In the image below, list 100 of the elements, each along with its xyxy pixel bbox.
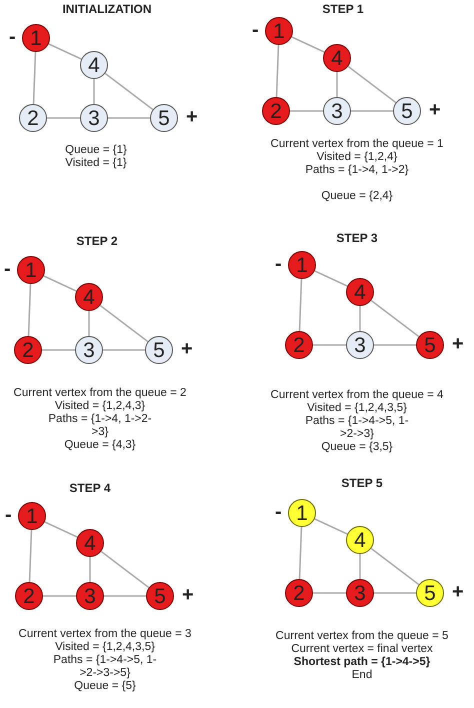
vertex-circle: 5 [150,104,178,132]
connector-line [47,117,80,119]
step-note: Current vertex = final vertex [291,643,433,656]
connector-line [28,530,32,582]
vertex-circle: 2 [14,336,42,364]
connector-line [291,36,325,53]
connector-line [44,521,78,538]
step-note: Current vertex from the queue = 4 [270,389,444,402]
vertex-circle: 5 [416,331,444,359]
connector-line [314,518,348,535]
vertex-circle: 4 [346,278,374,306]
connector-line [276,44,280,98]
step-heading: STEP 1 [322,3,364,16]
step-note: Queue = {1} [65,144,127,157]
step-note: Paths = {1->4, 1->2} [304,164,410,177]
step-note: Shortest path = {1->4->5} [294,656,430,669]
vertex-circle: 3 [80,104,108,132]
step-heading: STEP 2 [76,235,118,248]
step-heading: INITIALIZATION [62,3,152,16]
connector-line [359,306,361,331]
connector-line [43,275,77,292]
connector-line [314,270,348,287]
connector-line [370,300,420,338]
connector-line [28,284,32,336]
plus-sign: + [182,585,194,605]
vertex-circle: 4 [80,51,108,79]
plus-sign: + [186,107,198,127]
vertex-circle: 2 [15,582,43,610]
connector-line [313,592,346,594]
vertex-circle: 1 [288,251,316,279]
vertex-circle: 3 [76,582,104,610]
step-note: Visited = {1,2,4,3,5} [55,641,155,654]
vertex-circle: 1 [17,256,45,284]
step-note: Queue = {3,5} [321,441,393,454]
minus-sign: - [275,502,282,522]
connector-line [298,278,302,332]
step-note: Queue = {4,3} [64,439,136,452]
connector-line [108,117,150,119]
connector-line [348,66,396,104]
vertex-circle: 1 [18,502,46,530]
connector-line [313,344,346,346]
minus-sign: - [5,505,12,525]
connector-line [374,592,416,594]
step-note: Current vertex from the queue = 3 [18,628,192,641]
vertex-circle: 1 [288,499,316,527]
step-note: Visited = {1,2,4,3} [54,400,146,413]
minus-sign: - [252,20,259,40]
vertex-circle: 1 [22,24,50,52]
step-note: Paths = {1->4->5, 1->2->3->5} [52,654,158,680]
step-note: Queue = {5} [74,680,136,693]
vertex-circle: 2 [19,104,47,132]
step-note: End [352,669,372,682]
step-heading: STEP 5 [341,477,383,490]
vertex-circle: 4 [323,44,351,72]
step-note: Visited = {1,2,4} [316,151,398,164]
minus-sign: - [4,259,11,279]
step-note: Queue = {2,4} [321,190,393,203]
vertex-circle: 5 [145,336,173,364]
connector-line [48,43,82,60]
vertex-circle: 3 [75,336,103,364]
connector-line [32,52,36,104]
minus-sign: - [9,27,16,47]
vertex-circle: 5 [393,97,421,125]
connector-line [42,349,75,351]
connector-line [93,79,95,104]
step-note: Current vertex from the queue = 5 [276,630,448,643]
step-heading: STEP 4 [69,482,111,495]
connector-line [100,304,148,342]
vertex-circle: 4 [76,529,104,557]
connector-line [351,110,393,112]
plus-sign: + [429,100,441,120]
vertex-circle: 3 [346,579,374,607]
connector-line [88,311,90,336]
minus-sign: - [275,254,282,274]
plus-sign: + [452,334,464,354]
step-heading: STEP 3 [336,232,378,245]
step-note: Visited = {1} [65,157,127,170]
connector-line [374,344,416,346]
step-note: Current vertex from the queue = 2 [14,387,186,400]
connector-line [336,72,338,97]
step-note: Paths = {1->4->5, 1->2->3} [304,415,410,441]
connector-line [370,548,420,586]
vertex-circle: 4 [346,526,374,554]
vertex-circle: 2 [285,579,313,607]
step-note: Current vertex from the queue = 1 [270,138,444,151]
vertex-circle: 3 [346,331,374,359]
connector-line [359,554,361,579]
connector-line [43,595,76,597]
step-note: Visited = {1,2,4,3,5} [307,402,407,415]
connector-line [100,550,150,588]
plus-sign: + [181,339,193,359]
vertex-circle: 4 [75,283,103,311]
connector-line [104,595,146,597]
vertex-circle: 3 [323,97,351,125]
vertex-circle: 2 [285,331,313,359]
connector-line [104,72,154,110]
vertex-circle: 5 [416,579,444,607]
vertex-circle: 5 [146,582,174,610]
connector-line [89,557,91,582]
vertex-circle: 1 [265,17,293,45]
